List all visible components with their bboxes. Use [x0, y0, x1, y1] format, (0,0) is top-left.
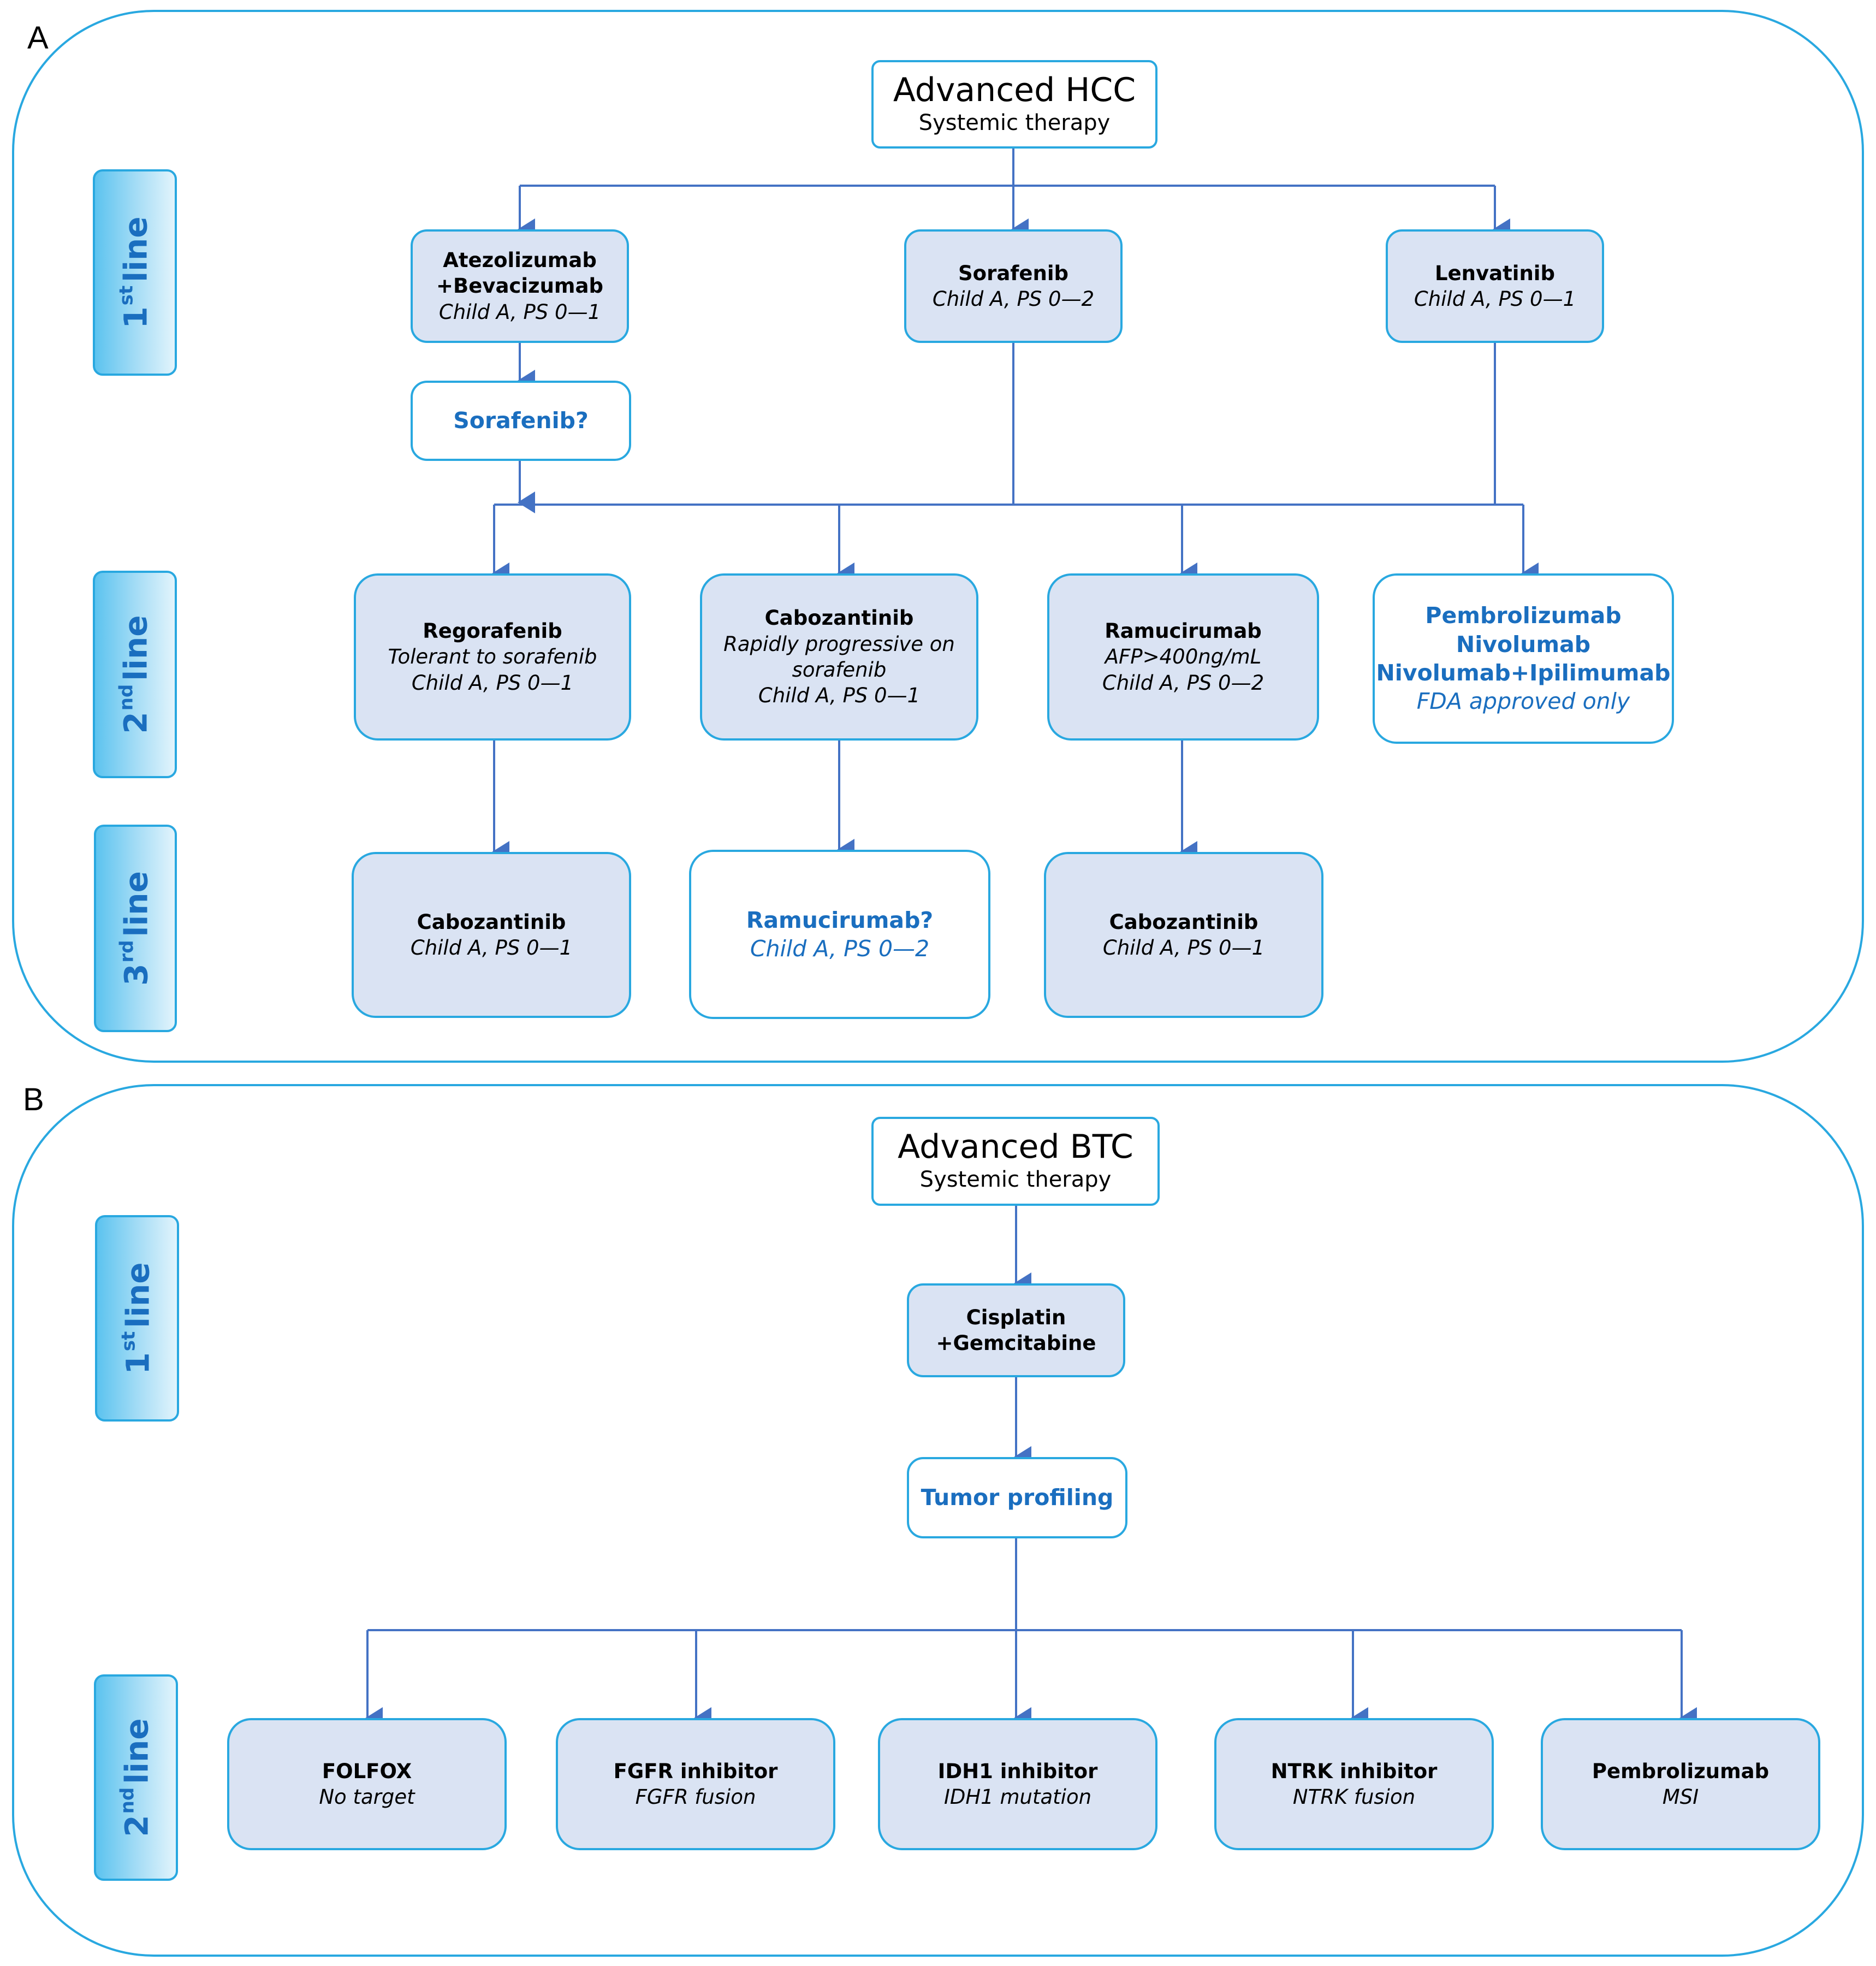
tumor-profiling-box: Tumor profiling — [907, 1457, 1127, 1538]
cabozantinib-third-line-left-box: Cabozantinib Child A, PS 0—1 — [352, 852, 631, 1018]
atezo-name-1: Atezolizumab — [443, 248, 597, 272]
btc-subtitle: Systemic therapy — [919, 1167, 1112, 1193]
cabozantinib-condition-2: sorafenib — [792, 658, 887, 682]
fgfr-inhibitor-box: FGFR inhibitor FGFR fusion — [556, 1718, 835, 1850]
ramucirumab-question-box: Ramucirumab? Child A, PS 0—2 — [689, 850, 990, 1019]
tumor-profiling-label: Tumor profiling — [921, 1484, 1114, 1511]
pembrolizumab-label: Pembrolizumab — [1425, 602, 1622, 629]
immunotherapy-box: Pembrolizumab Nivolumab Nivolumab+Ipilim… — [1373, 573, 1674, 744]
ntrk-condition: NTRK fusion — [1292, 1785, 1416, 1809]
cabozantinib-third-line-right-box: Cabozantinib Child A, PS 0—1 — [1044, 852, 1323, 1018]
btc-header-box: Advanced BTC Systemic therapy — [871, 1117, 1160, 1206]
cabo-left-criteria: Child A, PS 0—1 — [410, 936, 573, 960]
sorafenib-box: Sorafenib Child A, PS 0—2 — [904, 229, 1123, 343]
folfox-name: FOLFOX — [322, 1759, 412, 1783]
idh1-name: IDH1 inhibitor — [937, 1759, 1098, 1783]
panel-b-letter: B — [23, 1082, 44, 1117]
cisplatin-label: Cisplatin — [966, 1305, 1066, 1329]
cabo-right-criteria: Child A, PS 0—1 — [1102, 936, 1265, 960]
fgfr-condition: FGFR fusion — [635, 1785, 756, 1809]
ramucirumab-question: Ramucirumab? — [746, 907, 934, 933]
cabozantinib-second-line-box: Cabozantinib Rapidly progressive on sora… — [700, 573, 978, 741]
sorafenib-question-box: Sorafenib? — [411, 381, 631, 461]
btc-first-line-tab: 1stline — [95, 1215, 179, 1422]
atezo-name-2: +Bevacizumab — [436, 274, 603, 298]
pembrolizumab-msi-box: Pembrolizumab MSI — [1541, 1718, 1820, 1850]
ramucirumab-criteria: Child A, PS 0—2 — [1102, 671, 1264, 695]
hcc-title: Advanced HCC — [893, 70, 1136, 109]
cabozantinib-criteria: Child A, PS 0—1 — [758, 684, 921, 708]
ramucirumab-second-line-box: Ramucirumab AFP>400ng/mL Child A, PS 0—2 — [1047, 573, 1319, 741]
panel-a-frame — [12, 10, 1864, 1063]
atezolizumab-bevacizumab-box: Atezolizumab +Bevacizumab Child A, PS 0—… — [411, 229, 629, 343]
ntrk-inhibitor-box: NTRK inhibitor NTRK fusion — [1214, 1718, 1494, 1850]
folfox-condition: No target — [319, 1785, 415, 1809]
sorafenib-criteria: Child A, PS 0—2 — [932, 287, 1095, 311]
ntrk-name: NTRK inhibitor — [1271, 1759, 1438, 1783]
pembrolizumab-name: Pembrolizumab — [1592, 1759, 1770, 1783]
lenvatinib-name: Lenvatinib — [1435, 261, 1555, 285]
idh1-condition: IDH1 mutation — [943, 1785, 1092, 1809]
hcc-first-line-tab: 1stline — [93, 169, 177, 376]
fda-note: FDA approved only — [1416, 688, 1630, 715]
cabozantinib-condition-1: Rapidly progressive on — [723, 632, 955, 656]
gemcitabine-label: +Gemcitabine — [936, 1331, 1096, 1355]
sorafenib-name: Sorafenib — [958, 261, 1068, 285]
ramucirumab-name: Ramucirumab — [1105, 619, 1262, 643]
regorafenib-condition: Tolerant to sorafenib — [388, 645, 597, 669]
sorafenib-question: Sorafenib? — [453, 407, 589, 434]
regorafenib-name: Regorafenib — [423, 619, 562, 643]
btc-second-line-tab: 2ndline — [94, 1674, 178, 1881]
hcc-header-box: Advanced HCC Systemic therapy — [871, 60, 1157, 149]
regorafenib-box: Regorafenib Tolerant to sorafenib Child … — [354, 573, 631, 741]
idh1-inhibitor-box: IDH1 inhibitor IDH1 mutation — [878, 1718, 1157, 1850]
atezo-criteria: Child A, PS 0—1 — [438, 300, 601, 324]
regorafenib-criteria: Child A, PS 0—1 — [411, 671, 574, 695]
panel-a-letter: A — [27, 20, 49, 56]
panel-b-frame — [12, 1084, 1864, 1957]
ramucirumab-question-criteria: Child A, PS 0—2 — [750, 935, 930, 962]
nivolumab-ipilimumab-label: Nivolumab+Ipilimumab — [1376, 660, 1671, 686]
cabo-right-name: Cabozantinib — [1109, 910, 1258, 934]
fgfr-name: FGFR inhibitor — [613, 1759, 778, 1783]
cabozantinib-name: Cabozantinib — [764, 606, 914, 630]
cabo-left-name: Cabozantinib — [417, 910, 566, 934]
folfox-box: FOLFOX No target — [227, 1718, 507, 1850]
ramucirumab-condition: AFP>400ng/mL — [1105, 645, 1262, 669]
pembrolizumab-condition: MSI — [1662, 1785, 1699, 1809]
btc-title: Advanced BTC — [898, 1128, 1133, 1166]
lenvatinib-box: Lenvatinib Child A, PS 0—1 — [1386, 229, 1604, 343]
nivolumab-label: Nivolumab — [1456, 631, 1591, 658]
hcc-third-line-tab: 3rdline — [94, 825, 177, 1032]
cisplatin-gemcitabine-box: Cisplatin +Gemcitabine — [907, 1283, 1125, 1377]
hcc-subtitle: Systemic therapy — [918, 110, 1111, 135]
hcc-second-line-tab: 2ndline — [93, 571, 177, 778]
lenvatinib-criteria: Child A, PS 0—1 — [1414, 287, 1576, 311]
